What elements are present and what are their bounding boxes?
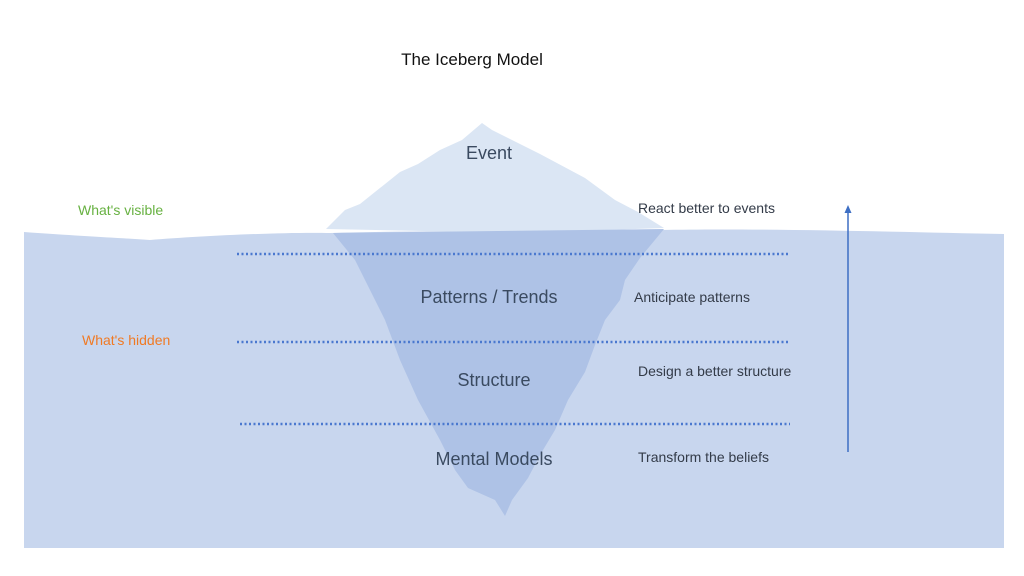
iceberg-submerged bbox=[333, 229, 664, 516]
hidden-label: What's hidden bbox=[82, 332, 171, 348]
visible-label: What's visible bbox=[78, 202, 164, 218]
layer-mental-models: Mental Models bbox=[435, 449, 553, 469]
action-beliefs: Transform the beliefs bbox=[638, 449, 769, 465]
layer-patterns: Patterns / Trends bbox=[420, 287, 558, 307]
iceberg-tip bbox=[326, 123, 664, 233]
layer-structure: Structure bbox=[457, 370, 531, 390]
action-patterns: Anticipate patterns bbox=[634, 289, 750, 305]
action-structure: Design a better structure bbox=[638, 363, 792, 379]
arrow-up-icon bbox=[844, 205, 852, 213]
action-events: React better to events bbox=[638, 200, 775, 216]
diagram-title: The Iceberg Model bbox=[401, 50, 543, 69]
layer-event: Event bbox=[465, 143, 513, 163]
